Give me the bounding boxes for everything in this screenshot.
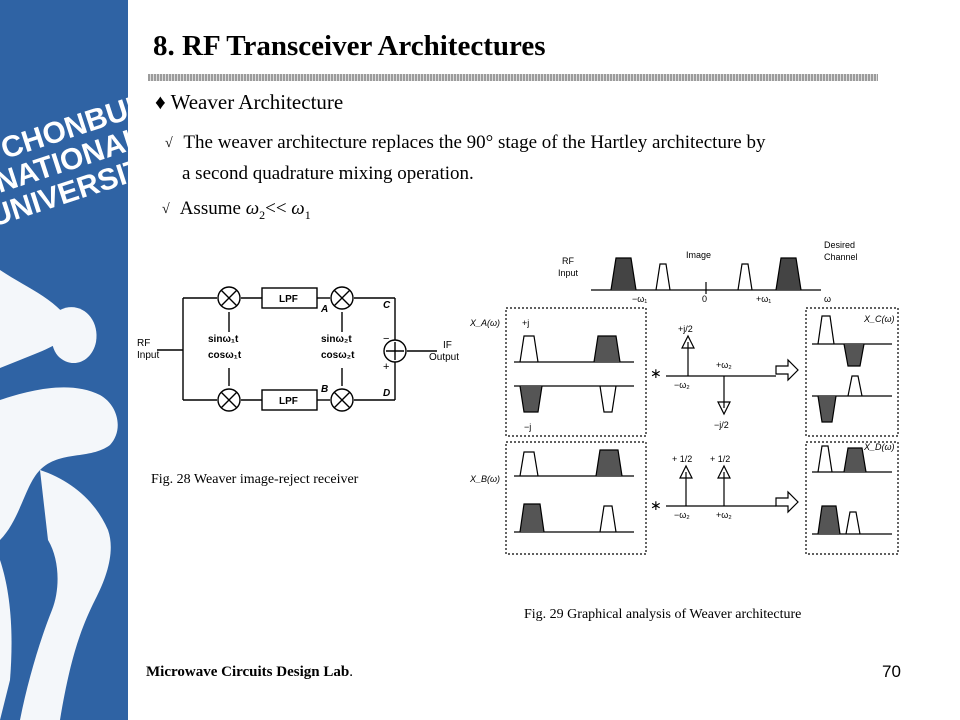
mixer-3-icon [330,286,354,310]
mixer-1-icon [217,286,241,310]
minus-j-half-label: −j/2 [714,420,729,430]
omega-subscript-1: 1 [304,207,311,222]
runner-silhouette-icon [0,270,118,720]
assume-text: Assume [179,198,241,219]
university-logo: CHONBUK NATIONAL UNIVERSITY [0,87,128,720]
omega-subscript-2: 2 [259,207,266,222]
sin-w2-label: sinω₂t [321,334,352,345]
minus-j-label: −j [524,422,531,432]
fig29-input-label: Input [558,268,579,278]
lpf-bottom-label: LPF [279,396,298,407]
sin-w1-label: sinω₁t [208,334,239,345]
lpf-top-block [261,287,318,309]
body-text-1: The weaver architecture replaces the 90°… [183,132,766,153]
minus-w1-label: −ω₁ [632,294,647,304]
lab-name-text: Microwave Circuits Design Lab [146,664,350,680]
check-bullet-icon: √ [165,136,173,151]
fig29-rf-label: RF [562,256,574,266]
half-left-label: + 1/2 [672,454,692,464]
omega-symbol: ω [245,198,260,219]
body-line-1: √ The weaver architecture replaces the 9… [165,132,765,154]
output-label: Output [429,352,459,363]
xa-label: X_A(ω) [469,318,500,328]
adder-plus-label: + [383,361,389,373]
omega-symbol: ω [291,198,305,219]
plus-j-half-label: +j/2 [678,324,693,334]
plus-j-label: +j [522,318,529,328]
minus-w2-label: −ω₂ [674,380,690,390]
rf-band-right [737,263,753,291]
mixer-2-icon [217,388,241,412]
section-heading-text: Weaver Architecture [170,90,344,114]
fig29-spectrum-analysis: RF Input Image Desired Channel −ω₁ 0 +ω₁… [469,240,899,555]
xd-label: X_D(ω) [863,442,895,452]
node-c-label: C [383,300,391,311]
plus-w2-label: +ω₂ [716,360,732,370]
node-d-label: D [383,388,390,399]
plus-w1-label: +ω₁ [756,294,771,304]
sidebar-logo-panel: CHONBUK NATIONAL UNIVERSITY [0,0,128,720]
adder-minus-label: − [383,333,389,345]
desired-label: Desired [824,240,855,250]
lpf-bottom-block [261,389,318,411]
section-heading: ♦ Weaver Architecture [155,90,343,115]
if-label: IF [443,340,452,351]
fig28-rf-label: RF [137,338,150,349]
footer-lab-name: Microwave Circuits Design Lab. [146,664,353,681]
node-a-label: A [320,304,328,315]
minus-w2-label-b: −ω₂ [674,510,690,520]
convolution-icon: ∗ [650,365,662,381]
fig28-block-diagram: RF Input LPF LPF A B C D sinω₁t cosω₁t s… [137,286,459,412]
much-less-than: << [265,198,287,219]
plus-w2-label-b: +ω₂ [716,510,732,520]
body-line-assume: √ Assume ω2<< ω1 [162,198,311,223]
xc-label: X_C(ω) [863,314,895,324]
image-label: Image [686,250,711,260]
node-b-label: B [321,384,328,395]
title-divider [148,74,878,81]
omega-axis-label: ω [824,294,831,304]
xb-label: X_B(ω) [469,474,500,484]
half-right-label: + 1/2 [710,454,730,464]
lpf-top-label: LPF [279,294,298,305]
adder-icon [383,339,407,363]
body-line-2: a second quadrature mixing operation. [182,163,474,184]
page-number: 70 [882,662,901,681]
convolution-icon: ∗ [650,497,662,513]
diamond-bullet-icon: ♦ [155,90,166,114]
cos-w1-label: cosω₁t [208,350,242,361]
fig28-input-label: Input [137,350,159,361]
fig28-caption: Fig. 28 Weaver image-reject receiver [151,472,359,487]
fig29-caption: Fig. 29 Graphical analysis of Weaver arc… [524,607,802,622]
cos-w2-label: cosω₂t [321,350,355,361]
zero-label: 0 [702,294,707,304]
rf-image-band-left [610,257,637,291]
rf-band-left [655,263,671,291]
rf-desired-band [775,257,802,291]
check-bullet-icon: √ [162,202,170,217]
lab-name-period: . [349,664,353,680]
slide-title: 8. RF Transceiver Architectures [153,30,546,62]
mixer-4-icon [330,388,354,412]
channel-label: Channel [824,252,858,262]
